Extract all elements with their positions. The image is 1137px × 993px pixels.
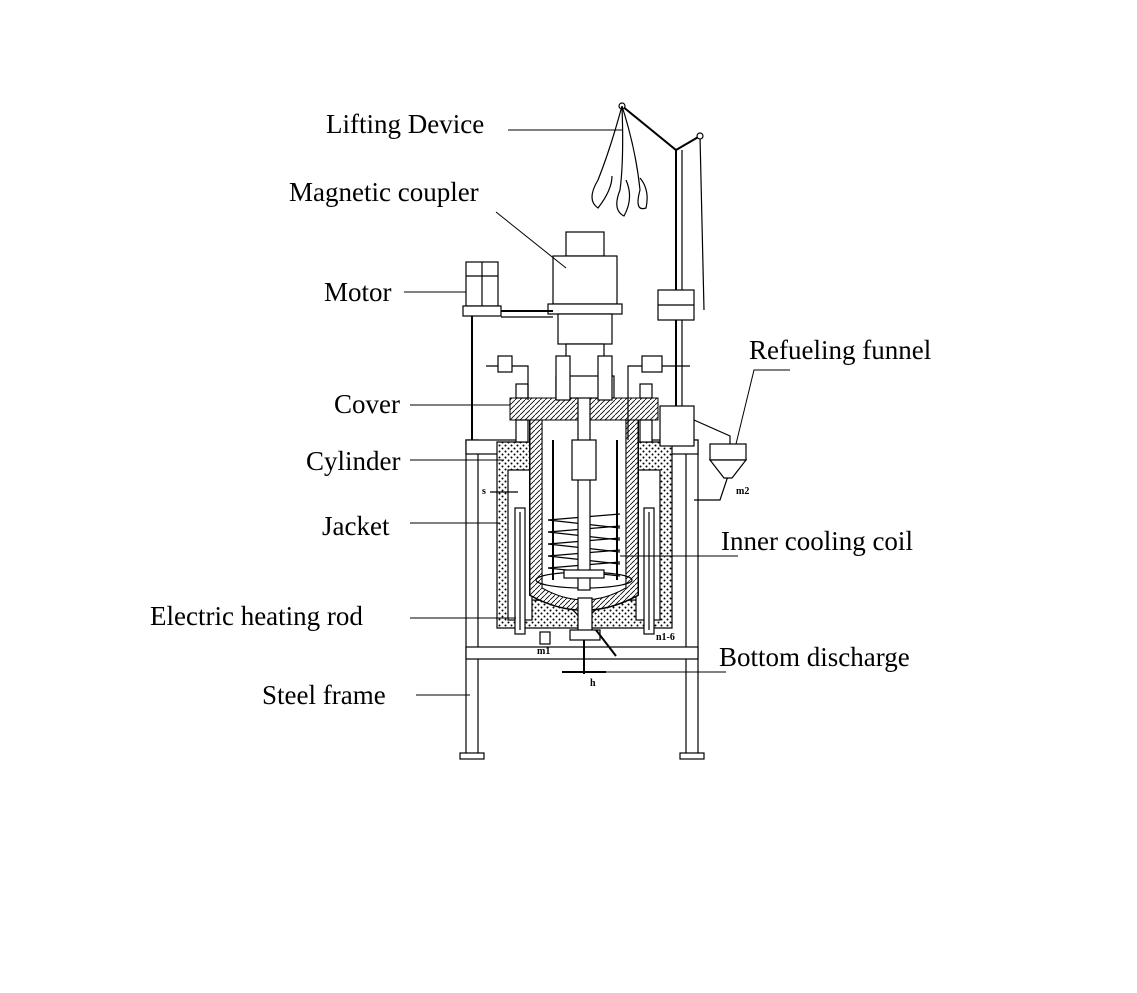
label-cover: Cover — [334, 389, 400, 419]
label-lifting-device: Lifting Device — [326, 109, 484, 139]
leader-lines — [404, 129, 790, 696]
marker-m1: m1 — [537, 646, 550, 657]
marker-h: h — [590, 678, 596, 689]
label-magnetic-coupler: Magnetic coupler — [289, 177, 479, 207]
refueling-funnel — [708, 443, 748, 479]
bottom-discharge — [539, 597, 617, 674]
label-steel-frame: Steel frame — [262, 680, 386, 710]
piping — [486, 355, 690, 440]
motor — [462, 261, 553, 440]
label-bottom-discharge: Bottom discharge — [719, 642, 910, 672]
label-jacket: Jacket — [322, 511, 390, 541]
label-cylinder: Cylinder — [306, 446, 401, 476]
label-inner-cooling-coil: Inner cooling coil — [721, 526, 913, 556]
label-refueling-funnel: Refueling funnel — [749, 335, 931, 365]
marker-n1-6: n1-6 — [656, 632, 675, 643]
electric-heating-rods — [514, 507, 655, 635]
label-motor: Motor — [324, 277, 392, 307]
marker-m2: m2 — [736, 486, 749, 497]
label-electric-heating-rod: Electric heating rod — [150, 601, 363, 631]
marker-s: s — [482, 486, 486, 497]
